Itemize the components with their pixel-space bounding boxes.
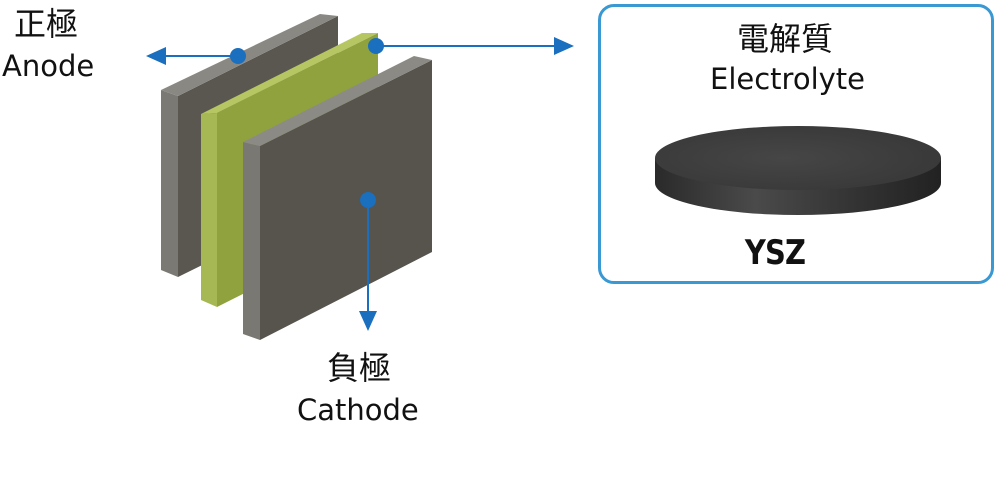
anode-arrow xyxy=(146,47,246,65)
electrolyte-material-label: YSZ xyxy=(744,233,806,273)
cathode-plate xyxy=(243,56,432,340)
cathode-arrow xyxy=(359,192,377,331)
electrolyte-label-en: Electrolyte xyxy=(710,62,865,96)
electrolyte-label-jp: 電解質 xyxy=(737,20,834,58)
cathode-label-jp: 負極 xyxy=(327,349,392,387)
ysz-disc xyxy=(655,126,941,215)
anode-label-jp: 正極 xyxy=(14,5,79,43)
cathode-label-en: Cathode xyxy=(297,393,419,427)
anode-label-en: Anode xyxy=(2,49,95,83)
electrolyte-arrow xyxy=(368,37,574,55)
electrolyte-panel xyxy=(598,4,994,284)
